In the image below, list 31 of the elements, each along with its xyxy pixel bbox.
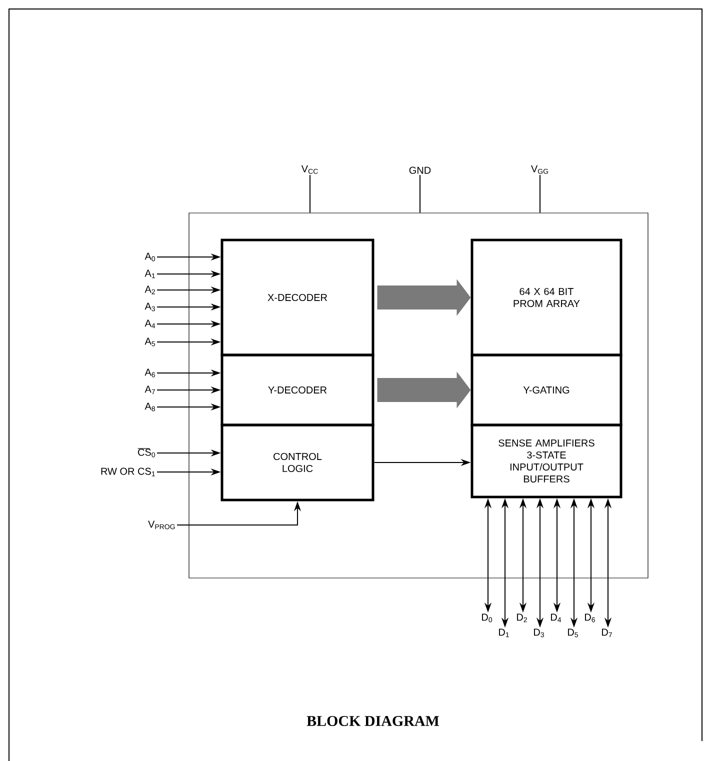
- pin-label: D$_{7}$: [602, 628, 612, 638]
- chip-outline: [188, 212, 648, 578]
- function-block: CONTROL LOGIC: [220, 424, 374, 502]
- function-block: SENSE AMPLIFIERS 3-STATE INPUT/OUTPUT BUFFERS: [470, 424, 622, 498]
- pin-label: D$_{1}$: [499, 628, 509, 638]
- diagram-title: BLOCK DIAGRAM: [306, 716, 439, 726]
- pin-label: A$_{0}$: [144, 252, 156, 262]
- pin-label: A$_{6}$: [144, 368, 155, 378]
- pin-label: V$_{PROG}$: [148, 520, 175, 530]
- function-block: X-DECODER: [220, 238, 374, 356]
- function-block: Y-DECODER: [220, 354, 374, 426]
- pin-label: A$_{3}$: [144, 302, 155, 312]
- pin-label: A$_{4}$: [144, 320, 156, 328]
- pin-label: V$_{CC}$: [301, 165, 318, 174]
- function-block: 64 X 64 BIT PROM ARRAY: [470, 238, 622, 356]
- pin-label: D$_{0}$: [482, 614, 492, 622]
- pin-label: A$_{2}$: [144, 286, 155, 294]
- pin-label: RW OR CS$_{1}$: [101, 468, 155, 476]
- pin-label: D$_{6}$: [585, 614, 595, 622]
- pin-label: D$_{2}$: [517, 614, 527, 622]
- pin-label: A$_{5}$: [144, 338, 155, 346]
- pin-label: D$_{4}$: [551, 614, 562, 622]
- pin-label: GND: [409, 166, 431, 174]
- pin-label: CS$_{0}$: [138, 448, 156, 458]
- pin-label: V$_{GG}$: [531, 165, 548, 174]
- pin-label: A$_{7}$: [144, 386, 155, 394]
- function-block: Y-GATING: [470, 354, 622, 426]
- pin-label: A$_{8}$: [144, 402, 155, 412]
- pin-label: D$_{3}$: [534, 628, 544, 638]
- pin-label: D$_{5}$: [568, 628, 578, 638]
- pin-label: A$_{1}$: [144, 270, 155, 278]
